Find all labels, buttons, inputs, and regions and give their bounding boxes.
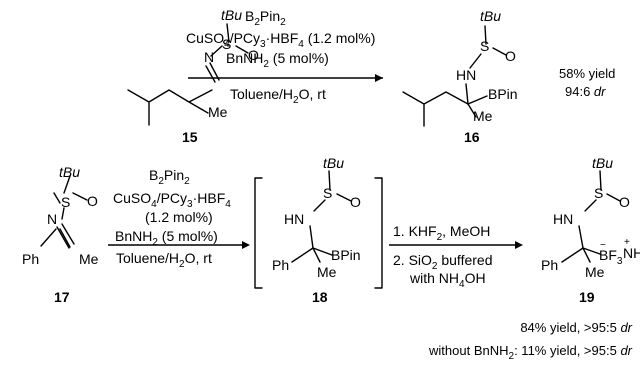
reagent-bnnh2: BnNH2 (5 mol%)	[226, 50, 329, 70]
atom-o: O	[350, 194, 361, 210]
atom-o: O	[87, 193, 98, 209]
arrow-2-head	[242, 241, 250, 249]
atom-me: Me	[317, 264, 337, 280]
step2-kh2: 1. KHF2, MeOH	[393, 223, 490, 243]
atom-s: S	[61, 194, 70, 210]
atom-me: Me	[79, 251, 99, 267]
compound-number-15: 15	[182, 129, 198, 145]
reagent-catalyst: CuSO4/PCy3·HBF4	[113, 190, 231, 210]
atom-n: N	[204, 49, 214, 65]
arrow-1-group: B2Pin2 CuSO4/PCy3·HBF4 (1.2 mol%) BnNH2 …	[186, 8, 383, 106]
compound-number-18: 18	[312, 289, 328, 305]
reagent-bnnh2: BnNH2 (5 mol%)	[115, 228, 218, 248]
atom-tbu: tBu	[59, 164, 80, 180]
compound-19: HN S O tBu Ph BF3 − NH4 + Me 19	[541, 155, 640, 305]
compound-number-16: 16	[464, 129, 480, 145]
arrow-1-head	[375, 74, 383, 82]
compound-number-19: 19	[579, 289, 595, 305]
atom-hn: HN	[553, 211, 573, 227]
solvent-1: Toluene/H2O, rt	[230, 86, 326, 106]
compound-18: HN S O tBu Ph BPin Me 18	[272, 155, 361, 305]
atom-o: O	[505, 48, 516, 64]
compound-number-17: 17	[54, 289, 70, 305]
reagent-b2pin2: B2Pin2	[149, 167, 190, 187]
step2-silica: 2. SiO2 buffered	[393, 252, 492, 272]
atom-bf3: BF3	[599, 247, 623, 267]
atom-me: Me	[585, 264, 605, 280]
yield-1: 58% yield	[559, 66, 615, 81]
bracket-left	[254, 177, 263, 289]
atom-s: S	[594, 185, 603, 201]
atom-nh4: NH4	[623, 245, 640, 265]
step2-buffer: with NH4OH	[409, 270, 486, 290]
reagent-loading: (1.2 mol%)	[145, 209, 213, 225]
arrow-3-head	[515, 241, 523, 249]
arrow-2-group: B2Pin2 CuSO4/PCy3·HBF4 (1.2 mol%) BnNH2 …	[108, 167, 250, 270]
atom-s: S	[222, 36, 231, 52]
atom-me: Me	[208, 104, 228, 120]
atom-bpin: BPin	[331, 247, 361, 263]
atom-s: S	[323, 185, 332, 201]
bracket-right	[374, 177, 383, 289]
atom-ph: Ph	[22, 251, 39, 267]
atom-ph: Ph	[541, 257, 558, 273]
result-1: 84% yield, >95:5 dr	[520, 320, 632, 335]
atom-bpin: BPin	[488, 86, 518, 102]
atom-tbu: tBu	[592, 155, 613, 171]
compound-15: N S O tBu Me 15	[127, 7, 259, 145]
reagent-b2pin2: B2Pin2	[245, 8, 286, 28]
arrow-3-group: 1. KHF2, MeOH 2. SiO2 buffered with NH4O…	[389, 223, 523, 290]
atom-n: N	[47, 211, 57, 227]
solvent-2: Toluene/H2O, rt	[116, 250, 212, 270]
dr-1: 94:6 dr	[565, 84, 606, 99]
atom-me: Me	[473, 108, 493, 124]
atom-tbu: tBu	[323, 155, 344, 171]
atom-tbu: tBu	[221, 7, 242, 23]
atom-s: S	[480, 38, 489, 54]
atom-hn: HN	[284, 211, 304, 227]
charge-minus: −	[600, 240, 606, 251]
atom-hn: HN	[456, 67, 476, 83]
compound-16: HN S O tBu BPin Me 16	[402, 8, 518, 145]
reagent-catalyst: CuSO4/PCy3·HBF4 (1.2 mol%)	[186, 30, 375, 50]
atom-o: O	[619, 194, 630, 210]
atom-tbu: tBu	[480, 8, 501, 24]
compound-17: N S O tBu Ph Me 17	[22, 164, 99, 305]
atom-ph: Ph	[272, 257, 289, 273]
charge-plus: +	[624, 237, 630, 248]
result-2: without BnNH2: 11% yield, >95:5 dr	[428, 343, 633, 362]
atom-o: O	[248, 47, 259, 63]
